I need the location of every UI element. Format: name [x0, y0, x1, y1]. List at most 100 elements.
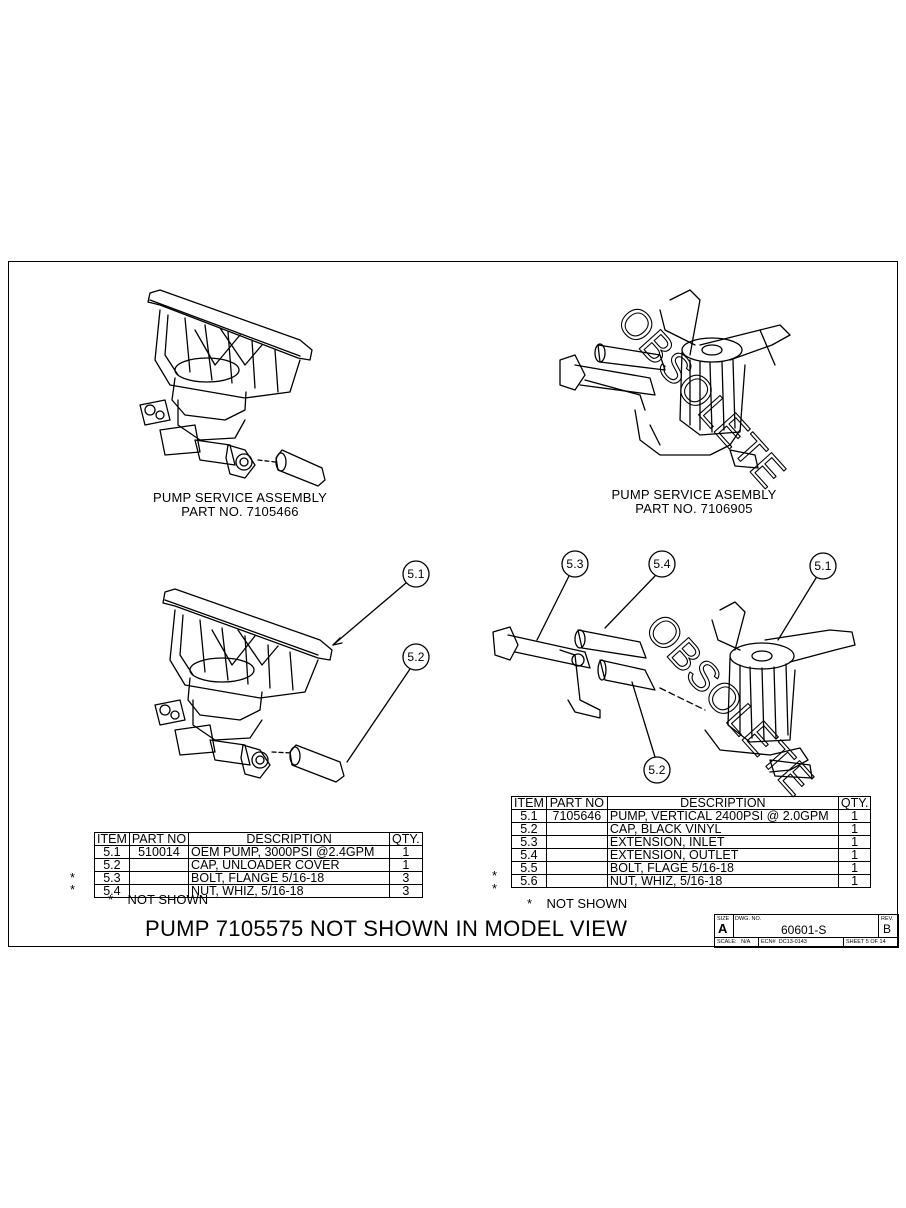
table-row: 5.5 BOLT, FLAGE 5/16-18 1 — [511, 861, 872, 875]
qty-cell: 3 — [389, 871, 423, 885]
desc-cell: EXTENSION, INLET — [606, 835, 839, 849]
col-item: ITEM — [511, 796, 547, 810]
not-shown-marker: * — [70, 882, 76, 897]
item-cell: 5.4 — [511, 848, 547, 862]
balloon-label: 5.2 — [407, 650, 425, 664]
table-row: 5.2 CAP, UNLOADER COVER 1 — [94, 858, 423, 872]
dwg-no-label: DWG. NO. — [735, 916, 762, 922]
title-block-bottom-row: SCALE: N/A ECN# DC13-0143 SHEET 5 OF 14 — [715, 937, 898, 947]
size-value: A — [718, 921, 728, 936]
item-cell: 5.5 — [511, 861, 547, 875]
not-shown-marker: * — [492, 868, 498, 883]
pump-top-left — [139, 289, 326, 487]
caption-top-left: PUMP SERVICE ASSEMBLY PART NO. 7105466 — [140, 491, 340, 519]
item-cell: 5.1 — [94, 845, 130, 859]
item-cell: 5.2 — [94, 858, 130, 872]
table-row: 5.3 EXTENSION, INLET 1 — [511, 835, 872, 849]
qty-cell: 1 — [837, 848, 872, 862]
desc-cell: BOLT, FLANGE 5/16-18 — [188, 871, 391, 885]
caption-line: PART NO. 7106905 — [635, 501, 753, 516]
balloon-label: 5.1 — [407, 567, 425, 581]
divider — [843, 938, 844, 947]
col-part-no: PART NO — [128, 832, 190, 846]
size-label: SIZE — [717, 916, 730, 922]
caption-line: PART NO. 7105466 — [181, 504, 299, 519]
bom-table-left: ITEM PART NO DESCRIPTION QTY. 5.1 510014… — [94, 832, 423, 898]
balloon-label: 5.1 — [814, 559, 832, 573]
item-cell: 5.3 — [511, 835, 547, 849]
col-part-no: PART NO — [545, 796, 608, 810]
item-cell: 5.1 — [511, 809, 547, 823]
bom-table-right: ITEM PART NO DESCRIPTION QTY. 5.1 710564… — [511, 796, 872, 888]
balloon-label: 5.2 — [648, 763, 666, 777]
part-cell — [545, 822, 608, 836]
rev-cell: REV. B — [878, 915, 898, 937]
qty-cell: 1 — [837, 861, 872, 875]
sheet-text: SHEET 5 OF 14 — [846, 939, 886, 945]
dwg-no-cell: DWG. NO. 60601-S — [733, 915, 879, 937]
qty-cell: 3 — [389, 884, 423, 898]
not-shown-note: * NOT SHOWN — [527, 896, 628, 911]
col-qty: QTY. — [837, 796, 872, 810]
divider — [758, 938, 759, 947]
rev-value: B — [883, 922, 892, 936]
desc-cell: NUT, WHIZ, 5/16-18 — [188, 884, 391, 898]
desc-cell: EXTENSION, OUTLET — [606, 848, 839, 862]
qty-cell: 1 — [837, 835, 872, 849]
drawing-sheet-border — [8, 261, 898, 947]
part-cell: 7105646 — [545, 809, 608, 823]
bom-header-row: ITEM PART NO DESCRIPTION QTY. — [94, 832, 423, 846]
part-cell — [545, 874, 608, 888]
rev-label: REV. — [881, 916, 894, 922]
col-description: DESCRIPTION — [606, 796, 839, 810]
table-row: 5.4 EXTENSION, OUTLET 1 — [511, 848, 872, 862]
pump-bottom-right — [492, 601, 856, 779]
col-item: ITEM — [94, 832, 130, 846]
part-cell — [545, 848, 608, 862]
top-right-watermark: OBSOLETE — [608, 296, 796, 497]
pump-bottom-left — [154, 588, 345, 783]
qty-cell: 1 — [837, 822, 872, 836]
ecn-text: ECN# DC13-0143 — [761, 939, 807, 945]
table-row: 5.2 CAP, BLACK VINYL 1 — [511, 822, 872, 836]
part-cell — [545, 861, 608, 875]
part-cell — [128, 858, 190, 872]
caption-line: PUMP SERVICE ASSEMBLY — [153, 490, 327, 505]
table-row: 5.3 BOLT, FLANGE 5/16-18 3 — [94, 871, 423, 885]
model-view-note: PUMP 7105575 NOT SHOWN IN MODEL VIEW — [145, 916, 628, 941]
caption-top-right: PUMP SERVICE ASEMBLY PART NO. 7106905 — [594, 488, 794, 516]
col-description: DESCRIPTION — [188, 832, 391, 846]
qty-cell: 1 — [389, 858, 423, 872]
pump-top-right — [559, 289, 791, 469]
desc-cell: OEM PUMP, 3000PSI @2.4GPM — [188, 845, 391, 859]
scale-text: SCALE: N/A — [717, 939, 751, 945]
desc-cell: NUT, WHIZ, 5/16-18 — [606, 874, 839, 888]
col-qty: QTY. — [389, 832, 423, 846]
item-cell: 5.6 — [511, 874, 547, 888]
title-block: SIZE A DWG. NO. 60601-S REV. B SCALE: N/… — [714, 914, 899, 948]
desc-cell: CAP, UNLOADER COVER — [188, 858, 391, 872]
svg-text:OBSOLETE: OBSOLETE — [608, 297, 794, 497]
not-shown-note: * NOT SHOWN — [108, 892, 209, 907]
part-cell: 510014 — [128, 845, 190, 859]
qty-cell: 1 — [389, 845, 423, 859]
desc-cell: BOLT, FLAGE 5/16-18 — [606, 861, 839, 875]
table-row: 5.1 7105646 PUMP, VERTICAL 2400PSI @ 2.0… — [511, 809, 872, 823]
bom-header-row: ITEM PART NO DESCRIPTION QTY. — [511, 796, 872, 810]
caption-line: PUMP SERVICE ASEMBLY — [611, 487, 777, 502]
part-cell — [545, 835, 608, 849]
balloon-label: 5.4 — [653, 557, 671, 571]
balloons-bottom-right — [536, 550, 837, 784]
table-row: 5.6 NUT, WHIZ, 5/16-18 1 — [511, 874, 872, 888]
balloons-bottom-left — [332, 560, 430, 763]
not-shown-marker: * — [70, 870, 76, 885]
size-cell: SIZE A — [715, 915, 734, 937]
desc-cell: CAP, BLACK VINYL — [606, 822, 839, 836]
table-row: 5.1 510014 OEM PUMP, 3000PSI @2.4GPM 1 — [94, 845, 423, 859]
desc-cell: PUMP, VERTICAL 2400PSI @ 2.0GPM — [606, 809, 839, 823]
table-row: 5.4 NUT, WHIZ, 5/16-18 3 — [94, 884, 423, 898]
part-cell — [128, 884, 190, 898]
item-cell: 5.3 — [94, 871, 130, 885]
qty-cell: 1 — [837, 874, 872, 888]
